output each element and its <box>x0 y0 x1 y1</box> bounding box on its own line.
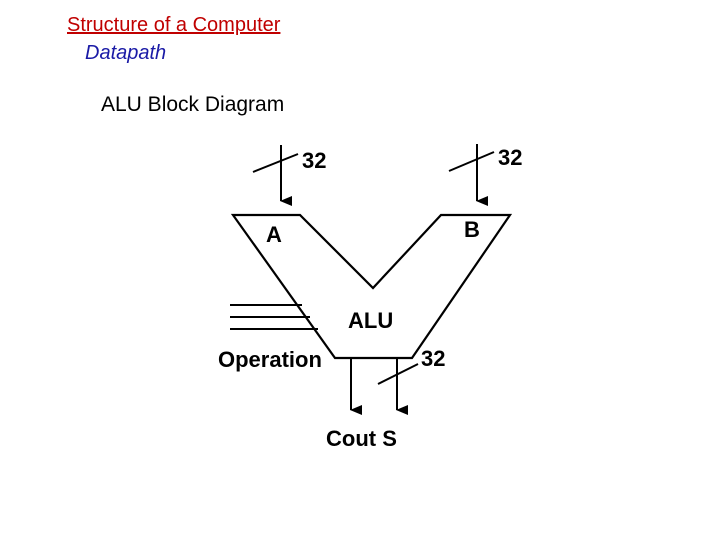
output-label: Cout S <box>326 426 397 451</box>
input-b-label: B <box>464 217 480 242</box>
slide-title: Structure of a Computer <box>67 14 281 36</box>
input-a-width-label: 32 <box>302 148 326 173</box>
input-b-width-label: 32 <box>498 145 522 170</box>
diagram-heading: ALU Block Diagram <box>101 93 285 116</box>
alu-outline <box>230 213 513 360</box>
input-b-width-slash <box>448 151 495 172</box>
slide-subtitle: Datapath <box>85 42 167 64</box>
operation-label: Operation <box>218 347 322 372</box>
output-width-label: 32 <box>421 346 445 371</box>
alu-label: ALU <box>348 308 393 333</box>
input-a-width-slash <box>252 153 299 173</box>
input-a-label: A <box>266 222 282 247</box>
output-width-slash <box>377 363 419 385</box>
